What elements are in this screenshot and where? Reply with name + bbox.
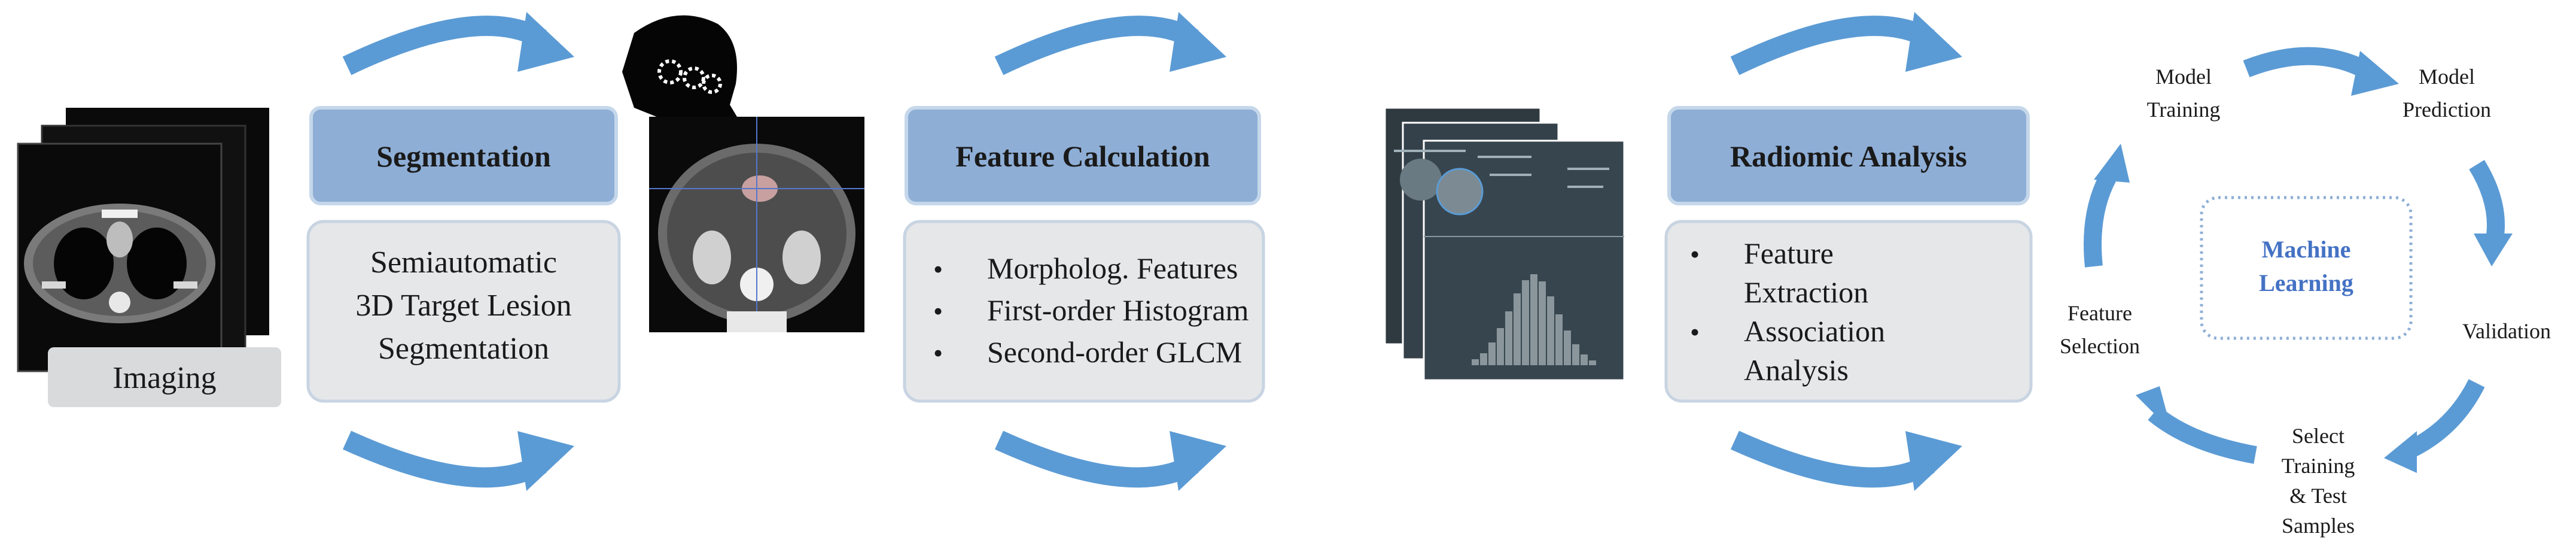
machine-learning-cycle: Machine Learning Model Training Model Pr… xyxy=(2060,47,2551,538)
step-model-training-line-2: Training xyxy=(2147,98,2221,122)
arrow-bottom-2 xyxy=(994,430,1199,488)
step-model-prediction-line-2: Prediction xyxy=(2403,98,2491,122)
cycle-arrow-training-to-prediction xyxy=(2243,47,2374,80)
histogram-icon xyxy=(1472,274,1596,365)
imaging-label: Imaging xyxy=(112,361,216,395)
ct-kidney-left xyxy=(693,231,731,284)
bullet: • xyxy=(933,338,943,368)
segmentation-body-box xyxy=(306,220,621,403)
arrow-top-3 xyxy=(1730,16,1935,75)
radiomic-analysis-header-box xyxy=(1667,106,2030,205)
segmentation-body-line-2: 3D Target Lesion xyxy=(355,289,571,323)
step-validation: Validation xyxy=(2462,319,2551,343)
step-model-training-line-1: Model xyxy=(2155,65,2212,89)
feature-calculation-body-box xyxy=(903,220,1265,403)
arrow-top-1 xyxy=(342,16,547,75)
bullet: • xyxy=(1690,239,1700,269)
feature-item-1: Morpholog. Features xyxy=(987,251,1238,285)
radiomic-analysis-header: Radiomic Analysis xyxy=(1730,140,1967,173)
analysis-item-1-line-2: Extraction xyxy=(1744,275,1868,309)
segmentation-header: Segmentation xyxy=(376,140,551,173)
segmentation-body-line-1: Semiautomatic xyxy=(370,245,557,280)
cycle-arrow-samples-to-selection xyxy=(2148,406,2257,464)
gear-icon xyxy=(683,66,705,89)
gear-icon xyxy=(657,59,683,84)
ct-lung-right xyxy=(127,228,187,299)
machine-learning-center-box xyxy=(2200,196,2413,340)
feature-calculation-stage: Feature Calculation • Morpholog. Feature… xyxy=(903,106,1265,403)
gear-icon xyxy=(702,74,722,94)
segmentation-header-box xyxy=(309,106,618,205)
arrow-top-2 xyxy=(994,16,1199,75)
step-select-samples-line-2: Training xyxy=(2282,454,2355,478)
radiomics-software-stack xyxy=(1384,107,1625,381)
bullet: • xyxy=(933,296,943,326)
flow-arrows xyxy=(342,12,1962,491)
bullet: • xyxy=(933,254,943,284)
step-model-prediction-line-1: Model xyxy=(2419,65,2475,89)
imaging-label-box xyxy=(48,347,281,407)
segmentation-image xyxy=(622,15,864,332)
machine-learning-label-line-2: Learning xyxy=(2259,269,2353,296)
step-select-samples-line-4: Samples xyxy=(2282,514,2355,538)
feature-calculation-header-box xyxy=(905,106,1261,205)
arrow-bottom-1 xyxy=(342,430,547,488)
cycle-arrow-prediction-to-validation xyxy=(2469,160,2505,241)
segmentation-body-line-3: Segmentation xyxy=(378,332,549,366)
radiomic-analysis-stage: Radiomic Analysis • Feature Extraction •… xyxy=(1664,106,2033,403)
step-select-samples-line-1: Select xyxy=(2292,424,2344,448)
step-select-samples-line-3: & Test xyxy=(2289,484,2347,508)
step-feature-selection-line-1: Feature xyxy=(2068,301,2132,325)
analysis-item-2-line-2: Analysis xyxy=(1744,353,1849,387)
step-feature-selection-line-2: Selection xyxy=(2060,334,2140,358)
segmentation-stage: Segmentation Semiautomatic 3D Target Les… xyxy=(306,106,621,403)
ct-lung-left xyxy=(54,228,114,299)
imaging-ct-stack: Imaging xyxy=(17,108,281,407)
cycle-arrow-selection-to-training xyxy=(2084,166,2120,268)
analysis-item-1-line-1: Feature xyxy=(1744,236,1834,270)
feature-item-2: First-order Histogram xyxy=(987,293,1249,327)
machine-learning-label-line-1: Machine xyxy=(2262,236,2351,263)
bullet: • xyxy=(1690,317,1700,347)
ct-kidney-right xyxy=(782,231,821,284)
radiomic-analysis-body-box xyxy=(1664,220,2033,403)
feature-item-3: Second-order GLCM xyxy=(987,335,1242,369)
arrow-bottom-3 xyxy=(1730,430,1935,488)
analysis-item-2-line-1: Association xyxy=(1744,314,1885,348)
feature-calculation-header: Feature Calculation xyxy=(955,140,1210,173)
